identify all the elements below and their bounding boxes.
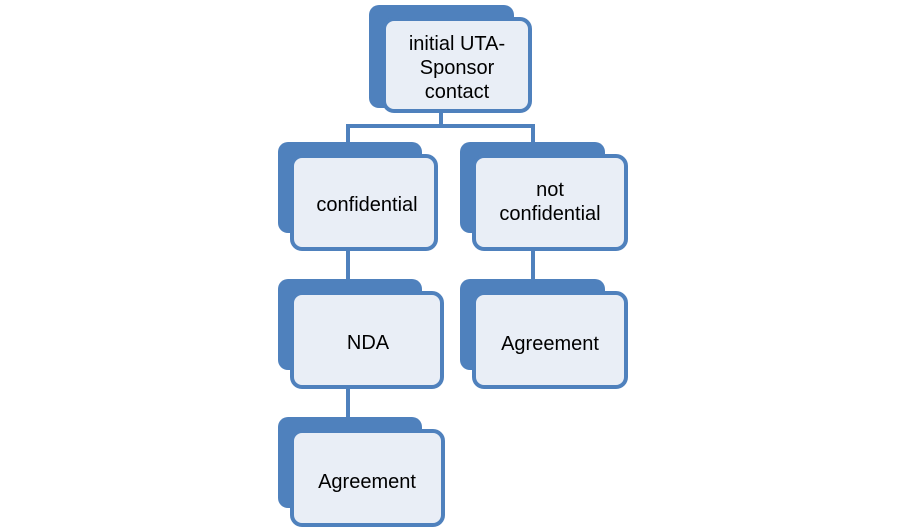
- node-box: [290, 154, 438, 251]
- node-agreement-left: Agreement: [278, 417, 445, 527]
- node-label-line: confidential: [499, 203, 600, 225]
- node-not-confidential: not confidential: [460, 142, 628, 251]
- node-confidential: confidential: [278, 142, 438, 251]
- node-label-line: not: [536, 179, 564, 201]
- node-agreement-right: Agreement: [460, 279, 628, 389]
- node-box: [472, 154, 628, 251]
- node-label: Agreement: [501, 333, 599, 355]
- node-label: confidential: [316, 194, 417, 216]
- node-box: [290, 429, 445, 527]
- node-box: [290, 291, 444, 389]
- node-box: [382, 17, 532, 113]
- node-label-line: contact: [425, 81, 490, 103]
- node-box: [472, 291, 628, 389]
- node-nda: NDA: [278, 279, 444, 389]
- node-label: NDA: [347, 332, 390, 354]
- node-label-line: Sponsor: [420, 57, 495, 79]
- node-label: Agreement: [318, 471, 416, 493]
- node-label-line: initial UTA-: [409, 33, 505, 55]
- node-initial-uta-sponsor-contact: initial UTA- Sponsor contact: [369, 5, 532, 113]
